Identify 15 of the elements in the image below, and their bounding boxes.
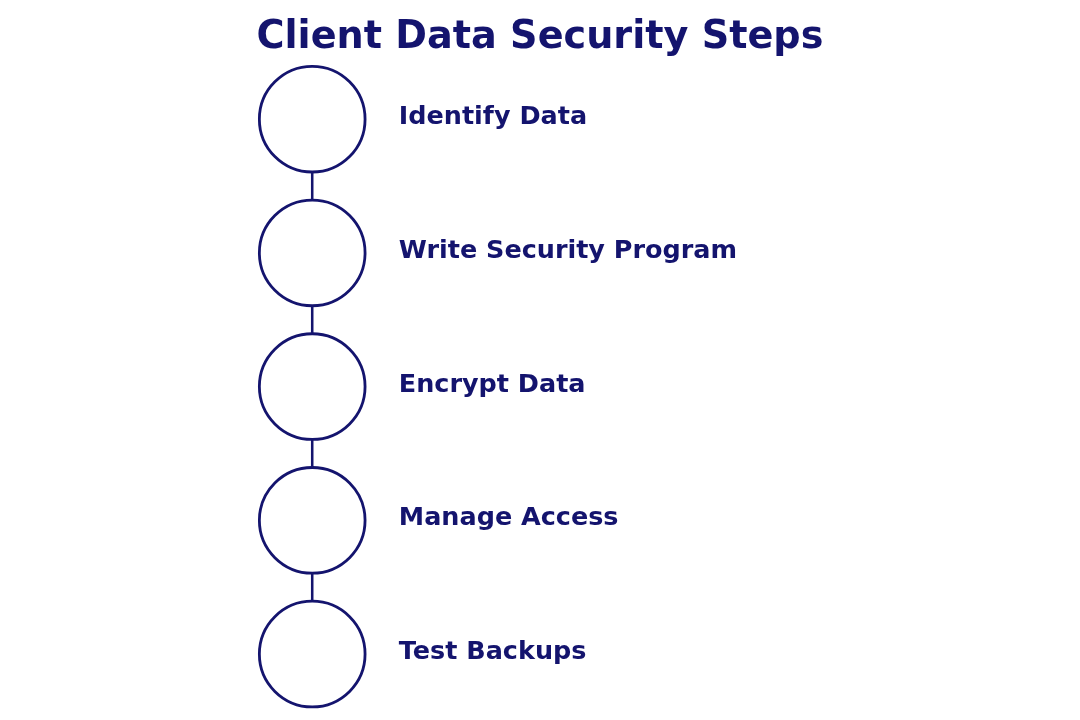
node-circle — [257, 198, 366, 307]
node-label: Encrypt Data — [398, 367, 586, 398]
node-circle — [257, 465, 366, 575]
connector — [310, 171, 313, 200]
node-label: Test Backups — [398, 634, 586, 665]
node-circle — [257, 331, 366, 441]
connector — [310, 572, 313, 601]
diagram-title: Client Data Security Steps — [256, 12, 823, 57]
connector — [310, 439, 313, 467]
node-circle — [257, 64, 366, 173]
node-label: Identify Data — [398, 99, 587, 130]
node-circle — [257, 599, 366, 708]
connector — [310, 305, 313, 333]
node-label: Manage Access — [398, 500, 619, 531]
node-label: Write Security Program — [398, 233, 737, 264]
